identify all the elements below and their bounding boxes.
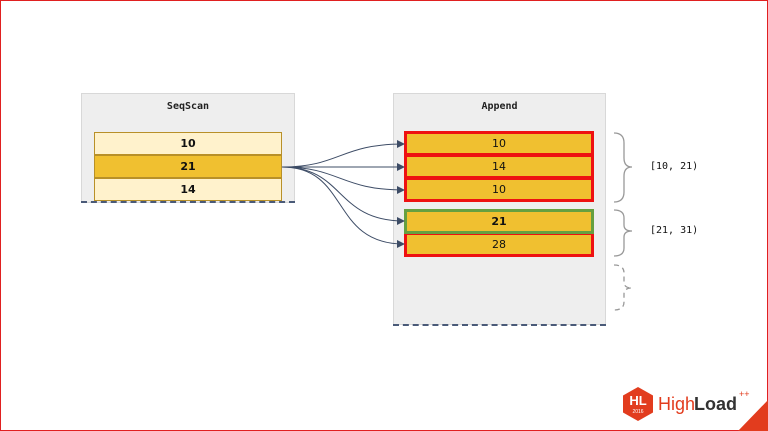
corner-triangle	[738, 400, 768, 431]
append-row-1: 10	[404, 131, 594, 156]
brace-range-2	[613, 209, 633, 257]
brace-range-3	[613, 264, 633, 311]
brace-range-1	[613, 132, 633, 203]
highload-logo: HL 2016 High Load ++	[622, 386, 752, 424]
append-row-4: 21	[404, 209, 594, 234]
logo-badge-year: 2016	[632, 409, 644, 415]
logo-plus: ++	[739, 389, 750, 399]
arrow-to-row-4	[281, 166, 405, 225]
seqscan-row-1: 10	[94, 132, 282, 155]
logo-badge-text: HL	[629, 393, 647, 408]
append-title: Append	[481, 101, 518, 112]
arrow-to-row-3	[281, 166, 405, 194]
logo-word-high: High	[658, 394, 696, 414]
range-label-1: [10, 21)	[650, 161, 699, 172]
append-row-3: 10	[404, 177, 594, 202]
logo-word-load: Load	[694, 394, 737, 414]
seqscan-row-3: 14	[94, 178, 282, 201]
hexagon-icon	[623, 387, 653, 421]
range-label-2: [21, 31)	[650, 225, 699, 236]
arrow-to-row-5	[281, 166, 405, 248]
seqscan-title: SeqScan	[166, 101, 210, 112]
seqscan-row-2: 21	[94, 155, 282, 178]
arrow-to-row-1	[281, 140, 405, 168]
seqscan-dashed-edge	[81, 201, 295, 203]
append-dashed-edge	[393, 324, 606, 326]
